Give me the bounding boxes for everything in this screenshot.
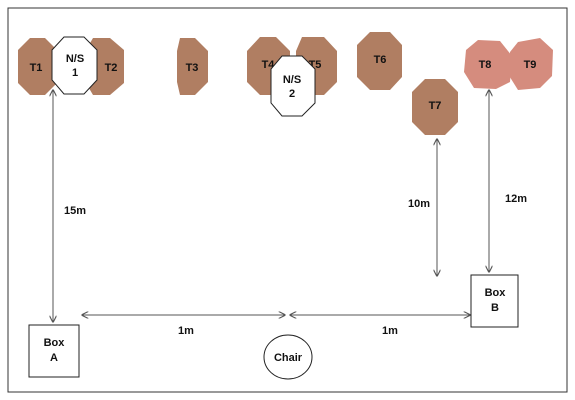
target-t1 [18,38,57,95]
target-t1-label: T1 [30,62,43,74]
box-b-line1: Box [485,287,507,299]
non-scoring-ns1-line2: 1 [72,67,78,79]
target-t6 [357,32,402,90]
non-scoring-ns2 [270,55,316,117]
chair [263,334,313,380]
target-t7-label: T7 [429,100,442,112]
box-b-line2: B [491,302,499,314]
target-t9 [508,38,553,90]
non-scoring-ns1-line1: N/S [66,53,84,65]
target-t8 [464,40,512,89]
target-t6-label: T6 [374,54,387,66]
distance-box-b-to-t7: 10m [408,198,430,210]
distance-box-a-to-t1: 15m [64,205,86,217]
target-t9-label: T9 [524,59,537,71]
distance-box-b-to-t8: 12m [505,193,527,205]
non-scoring-ns2-line1: N/S [283,74,301,86]
distance-box-a-to-chair: 1m [178,325,194,337]
non-scoring-ns1 [51,36,98,95]
distance-chair-to-box-b: 1m [382,325,398,337]
non-scoring-ns2-line2: 2 [289,88,295,100]
target-t3-label: T3 [186,62,199,74]
target-t2-label: T2 [105,62,118,74]
target-t7 [412,79,458,135]
box-b [470,274,519,328]
box-a [28,324,80,378]
target-t3 [177,38,208,95]
box-a-line1: Box [44,337,66,349]
box-a-line2: A [50,352,58,364]
target-t8-label: T8 [479,59,492,71]
chair-label: Chair [274,352,303,364]
